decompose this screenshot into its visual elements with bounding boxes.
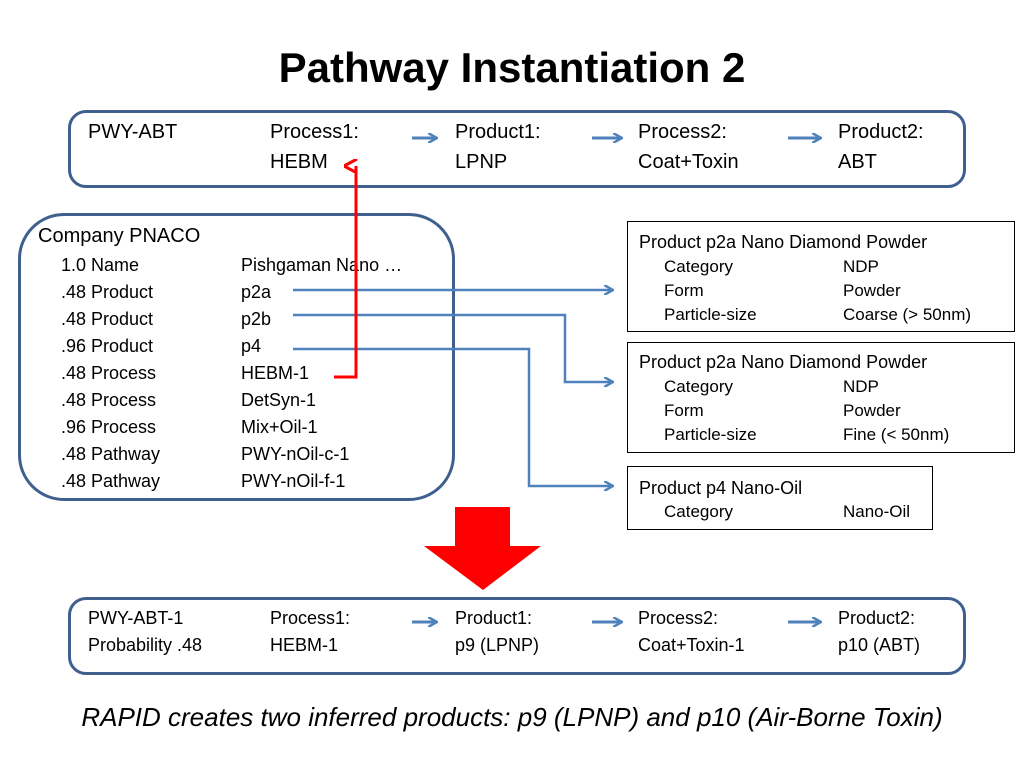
company-row-value: PWY-nOil-c-1: [241, 444, 350, 464]
big-down-arrow: [424, 507, 541, 590]
product-box-p2a-fine: [627, 342, 1015, 453]
top-step-3-value: Coat+Toxin: [638, 151, 739, 173]
product-2-attr-key: Particle-size: [664, 425, 757, 444]
company-row-value: p2b: [241, 309, 272, 329]
product-3-attr-value: Nano-Oil: [843, 502, 911, 521]
company-row-weight: .48 Pathway: [61, 444, 161, 464]
company-row-weight: .48 Product: [61, 282, 154, 302]
product-1-attr-value: Powder: [843, 281, 901, 300]
company-row-value: p2a: [241, 282, 272, 302]
bottom-step-1-head: Process1:: [270, 608, 351, 628]
company-row-weight: .48 Process: [61, 363, 157, 383]
top-step-1-head: Process1:: [270, 121, 359, 143]
bottom-pathway-name: PWY-ABT-1: [88, 608, 184, 628]
bottom-pathway-box: [68, 597, 966, 675]
product-3-attr-key: Category: [664, 502, 733, 521]
product-2-attr-key: Form: [664, 401, 704, 420]
top-pathway-name: PWY-ABT: [88, 121, 178, 143]
footer-caption: RAPID creates two inferred products: p9 …: [81, 702, 943, 732]
product-1-attr-value: NDP: [843, 257, 879, 276]
company-row-value: PWY-nOil-f-1: [241, 471, 346, 491]
product-1-attr-key: Particle-size: [664, 305, 757, 324]
company-row-value: DetSyn-1: [241, 390, 317, 410]
company-row-weight: .48 Product: [61, 309, 154, 329]
product-1-attr-key: Form: [664, 281, 704, 300]
company-box: [18, 213, 455, 501]
company-row-value: HEBM-1: [241, 363, 310, 383]
top-step-4-head: Product2:: [838, 121, 924, 143]
product-2-attr-key: Category: [664, 377, 733, 396]
top-pathway-box: [68, 110, 966, 188]
top-step-2-value: LPNP: [455, 151, 508, 173]
product-2-attr-value: Powder: [843, 401, 901, 420]
product-3-title: Product p4 Nano-Oil: [639, 478, 803, 498]
bottom-step-4-value: p10 (ABT): [838, 635, 921, 655]
company-row-value: Mix+Oil-1: [241, 417, 318, 437]
bottom-step-3-value: Coat+Toxin-1: [638, 635, 745, 655]
company-row-weight: .96 Product: [61, 336, 154, 356]
product-box-p2a-coarse: [627, 221, 1015, 332]
p2b-connector: [293, 313, 612, 382]
company-row-weight: .96 Process: [61, 417, 157, 437]
company-row-value: Pishgaman Nano …: [241, 255, 403, 275]
bottom-step-1-value: HEBM-1: [270, 635, 339, 655]
company-row-weight: .48 Process: [61, 390, 157, 410]
company-row-weight: .48 Pathway: [61, 471, 161, 491]
top-step-1-value: HEBM: [270, 151, 328, 173]
bottom-step-2-value: p9 (LPNP): [455, 635, 540, 655]
top-step-3-head: Process2:: [638, 121, 727, 143]
product-box-p4: [627, 466, 933, 530]
bottom-step-2-head: Product1:: [455, 608, 533, 628]
company-row-value: p4: [241, 336, 262, 356]
product-2-attr-value: Fine (< 50nm): [843, 425, 950, 444]
company-row-weight: 1.0 Name: [61, 255, 140, 275]
top-step-4-value: ABT: [838, 151, 877, 173]
p4-connector: [293, 347, 612, 486]
bottom-step-3-head: Process2:: [638, 608, 719, 628]
company-title: Company PNACO: [38, 225, 201, 247]
product-1-title: Product p2a Nano Diamond Powder: [639, 232, 928, 252]
product-2-title: Product p2a Nano Diamond Powder: [639, 352, 928, 372]
slide-title: Pathway Instantiation 2: [278, 44, 746, 91]
bottom-step-4-head: Product2:: [838, 608, 916, 628]
product-2-attr-value: NDP: [843, 377, 879, 396]
hebm-match-arrow: [334, 166, 356, 379]
bottom-pathway-probability: Probability .48: [88, 635, 203, 655]
top-step-2-head: Product1:: [455, 121, 541, 143]
product-1-attr-key: Category: [664, 257, 733, 276]
product-1-attr-value: Coarse (> 50nm): [843, 305, 972, 324]
